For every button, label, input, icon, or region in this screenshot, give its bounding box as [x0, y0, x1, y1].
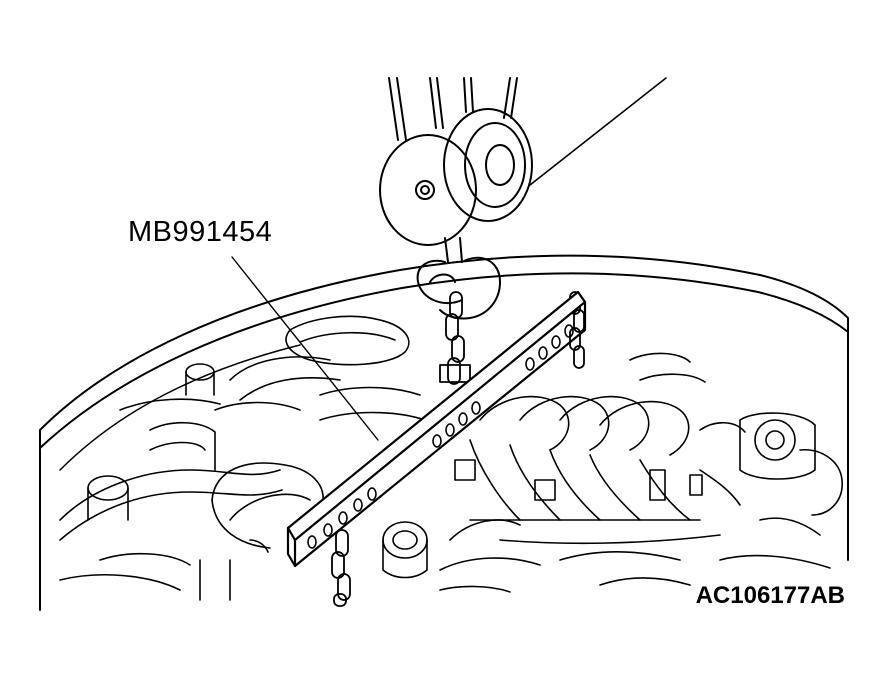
engine-components [59, 315, 843, 601]
callout-leader-line [231, 256, 379, 441]
figure-code: AC106177AB [695, 582, 845, 609]
lifting-bar [286, 290, 587, 568]
tool-callout-label: MB991454 [128, 216, 273, 248]
lifting-chains [331, 291, 585, 607]
bar-holes [307, 324, 574, 549]
vehicle-body-outline [39, 254, 849, 611]
chain-hoist [379, 77, 667, 320]
